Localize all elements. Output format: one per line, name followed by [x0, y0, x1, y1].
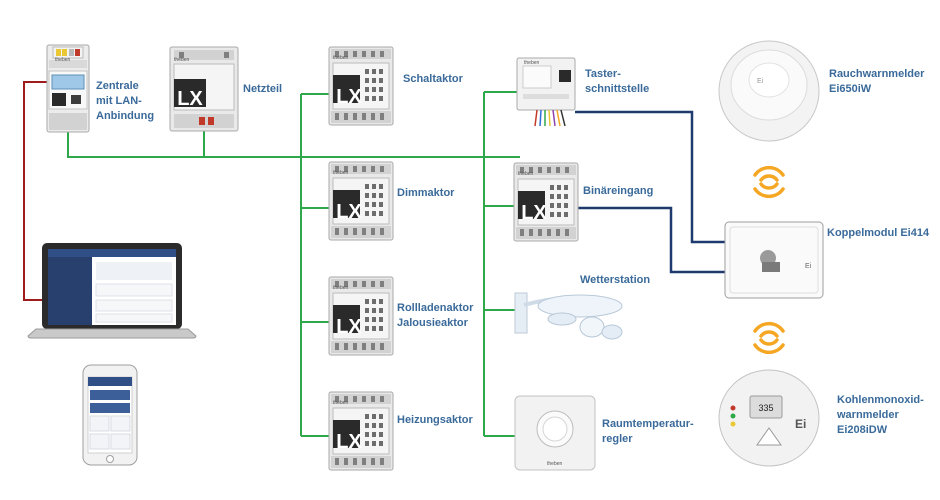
rollladenaktor-logo: LX: [336, 316, 362, 338]
koppel-mark: Ei: [805, 263, 812, 270]
co-display-value: 335: [758, 403, 773, 413]
netzteil-device: [169, 46, 239, 132]
label-kohlenmonoxid-line-3: Ei208iDW: [837, 424, 888, 436]
schaltaktor-logo: LX: [336, 86, 362, 108]
label-rauchwarnmelder-line-1: Rauchwarnmelder: [829, 68, 925, 80]
laptop-device: [27, 243, 197, 339]
wired-koppel-connection: [575, 110, 725, 274]
label-raumtemperatur-line-1: Raumtemperatur-: [602, 418, 694, 430]
label-raumtemperatur-line-2: regler: [602, 433, 633, 445]
label-raumtemperaturregler: Raumtemperatur- regler: [602, 417, 694, 447]
kohlenmonoxid-device: [718, 369, 820, 467]
tasterschnittstelle-device: [516, 57, 576, 127]
label-zentrale: Zentrale mit LAN- Anbindung: [96, 79, 154, 124]
label-kohlenmonoxid-line-2: warnmelder: [837, 409, 899, 421]
label-koppelmodul: Koppelmodul Ei414: [827, 227, 930, 239]
rauchwarnmelder-brand: Ei: [757, 78, 764, 85]
dimmaktor-logo: LX: [336, 201, 362, 223]
label-heizungsaktor: Heizungsaktor: [397, 414, 473, 426]
label-kohlenmonoxid-line-1: Kohlenmonoxid-: [837, 394, 924, 406]
zentrale-device: [46, 44, 90, 133]
netzteil-logo: LX: [177, 88, 203, 110]
label-binaereingang: Binäreingang: [583, 185, 654, 197]
label-rauchwarnmelder-line-2: Ei650iW: [829, 83, 872, 95]
label-netzteil: Netzteil: [243, 83, 283, 95]
bus-line: [67, 91, 520, 437]
label-tasterschnittstelle: Taster- schnittstelle: [585, 67, 649, 97]
label-rauchwarnmelder: Rauchwarnmelder Ei650iW: [829, 67, 924, 97]
radio-wave-top: [753, 165, 785, 199]
label-kohlenmonoxidwarnmelder: Kohlenmonoxid- warnmelder Ei208iDW: [837, 393, 924, 438]
label-rollladenaktor: Rollladenaktor Jalousieaktor: [397, 301, 473, 331]
label-wetterstation: Wetterstation: [580, 274, 651, 286]
binaereingang-brand: theben: [518, 171, 534, 177]
label-zentrale-line-3: Anbindung: [96, 110, 155, 122]
wetterstation-device: [514, 292, 623, 340]
lan-connection: [23, 81, 47, 301]
zentrale-brand: theben: [55, 57, 71, 63]
schaltaktor-brand: theben: [333, 55, 349, 61]
binaereingang-logo: LX: [521, 202, 547, 224]
label-taster-line-1: Taster-: [585, 68, 621, 80]
co-brand: Ei: [795, 417, 806, 431]
label-zentrale-line-1: Zentrale: [96, 80, 139, 92]
label-taster-line-2: schnittstelle: [585, 83, 650, 95]
taster-brand: theben: [524, 60, 540, 66]
heizungsaktor-brand: theben: [333, 400, 349, 406]
label-rollladenaktor-line-1: Rollladenaktor: [397, 302, 474, 314]
netzteil-brand: theben: [174, 57, 190, 63]
rauchwarnmelder-device: [718, 40, 820, 142]
koppelmodul-device: [724, 221, 824, 299]
raumtemperatur-device: [514, 395, 596, 471]
dimmaktor-brand: theben: [333, 170, 349, 176]
label-zentrale-line-2: mit LAN-: [96, 95, 142, 107]
radio-wave-bottom: [753, 321, 785, 355]
smartphone-device: [82, 364, 138, 466]
label-schaltaktor: Schaltaktor: [403, 73, 463, 85]
raumtemperatur-brand: theben: [547, 461, 563, 467]
rollladenaktor-brand: theben: [333, 285, 349, 291]
label-dimmaktor: Dimmaktor: [397, 187, 455, 199]
label-rollladenaktor-line-2: Jalousieaktor: [397, 317, 468, 329]
heizungsaktor-logo: LX: [336, 431, 362, 453]
